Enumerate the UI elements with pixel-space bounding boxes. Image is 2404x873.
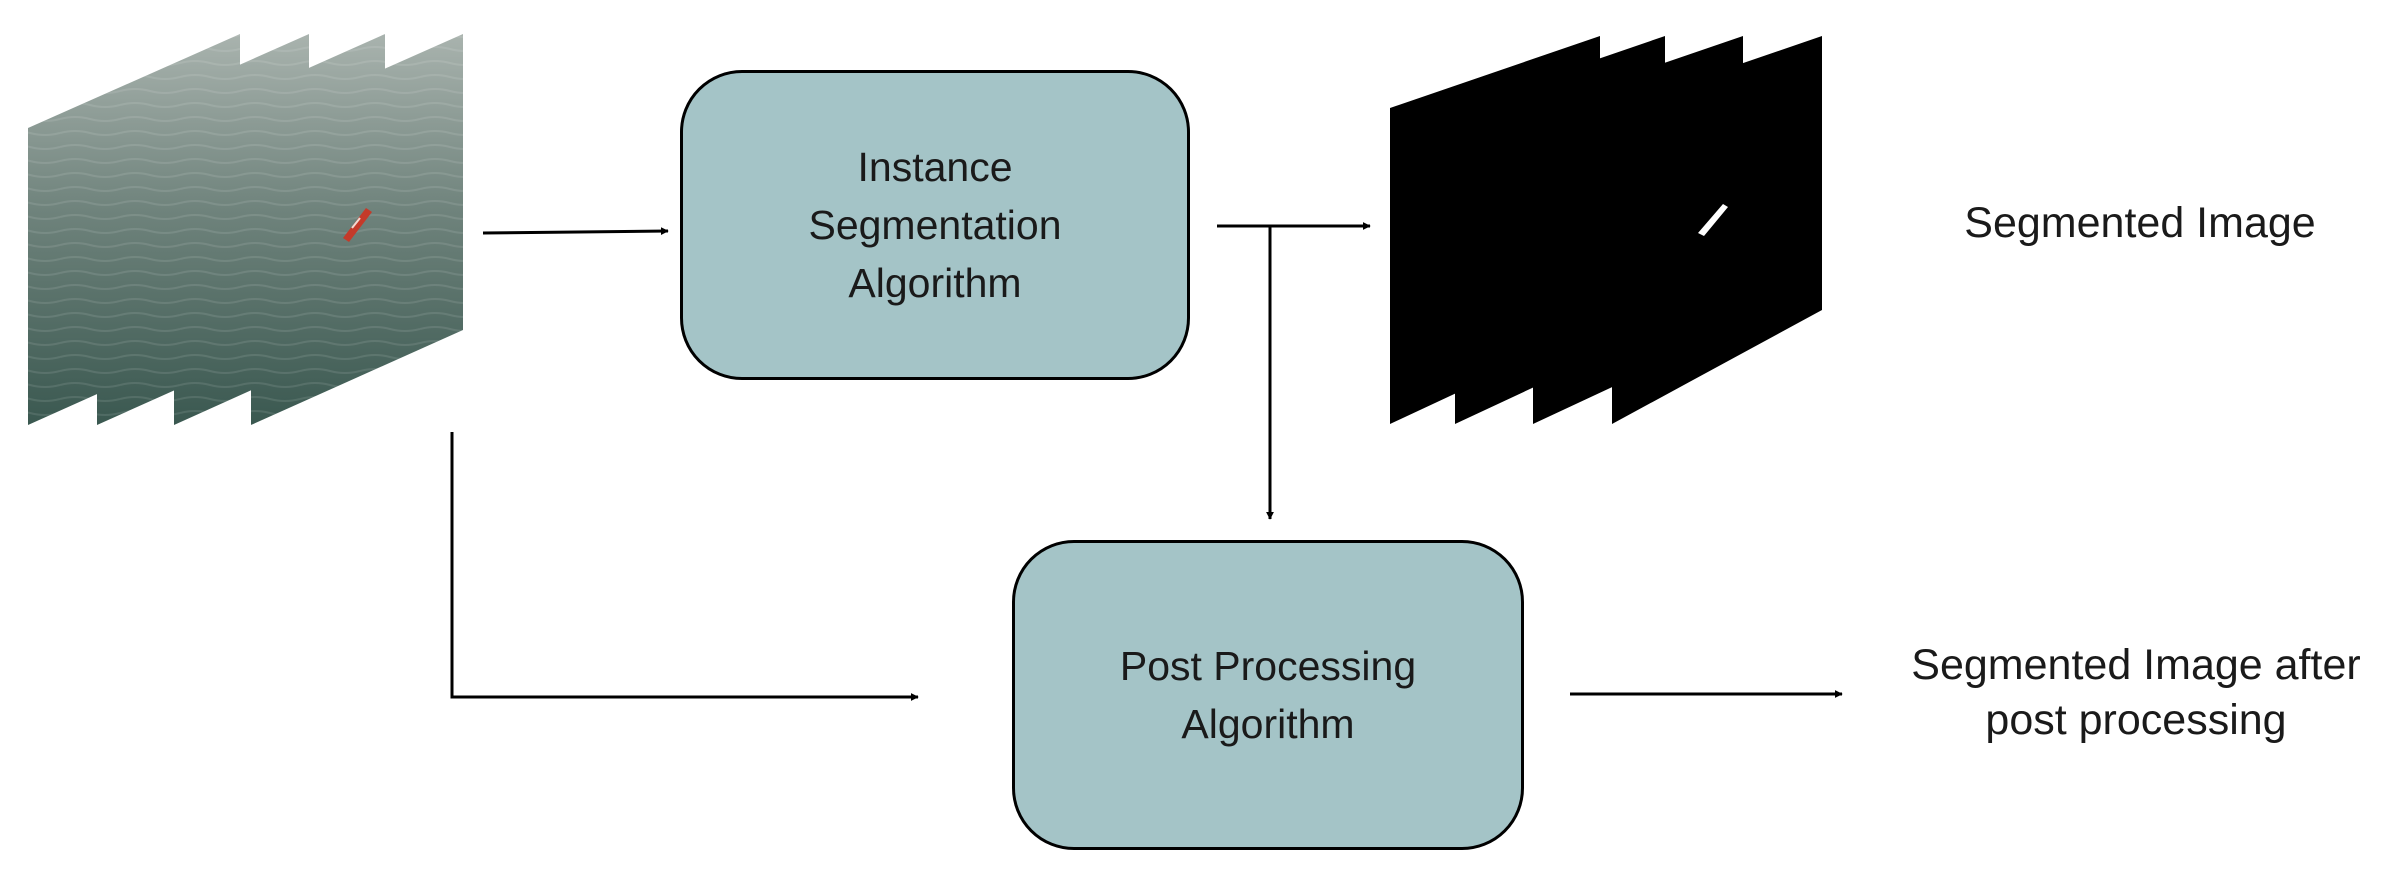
mask-image-stack — [1390, 36, 1822, 424]
input-frame-4 — [251, 34, 463, 425]
input-image-stack — [28, 34, 463, 425]
arrow-input-to-postprocessing — [450, 432, 919, 701]
instance-segmentation-line-3: Algorithm — [848, 260, 1022, 306]
segmented-image-after-post-label: Segmented Image after post processing — [1868, 638, 2404, 748]
segmented-image-label: Segmented Image — [1930, 196, 2350, 251]
segmented-after-post-line-1: Segmented Image after — [1911, 641, 2361, 689]
post-processing-box: Post Processing Algorithm — [1012, 540, 1524, 850]
segmented-ship-mask — [1698, 204, 1728, 236]
arrows — [450, 222, 1843, 701]
segmented-after-post-line-2: post processing — [1985, 696, 2287, 744]
instance-segmentation-line-1: Instance — [857, 144, 1013, 190]
mask-frame-4 — [1612, 36, 1822, 424]
post-processing-line-1: Post Processing — [1119, 643, 1417, 689]
instance-segmentation-line-2: Segmentation — [808, 202, 1062, 248]
post-processing-line-2: Algorithm — [1181, 701, 1355, 747]
arrow-input-to-segmentation — [482, 227, 669, 236]
segmented-image-label-line-1: Segmented Image — [1964, 199, 2316, 247]
ship-icon — [343, 208, 372, 242]
instance-segmentation-box: Instance Segmentation Algorithm — [680, 70, 1190, 380]
